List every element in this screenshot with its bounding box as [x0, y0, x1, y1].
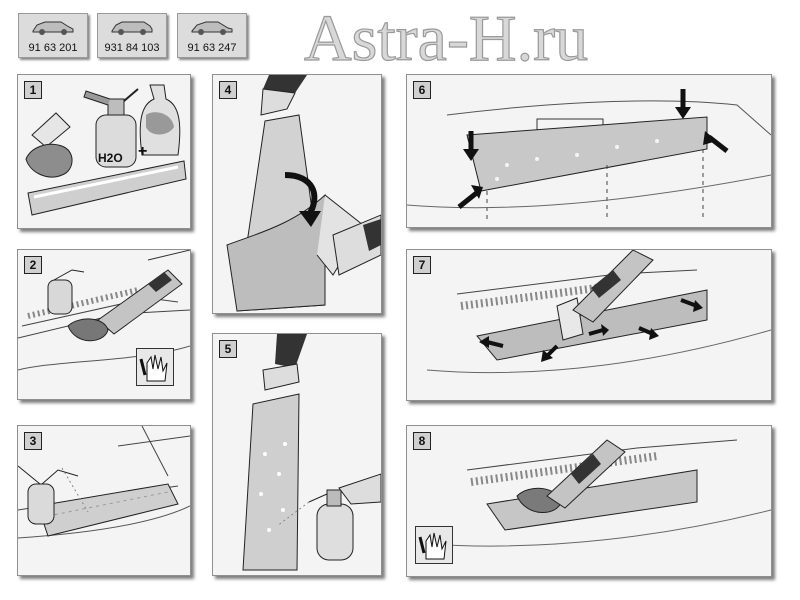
step-number: 1 — [24, 81, 42, 99]
step-7-panel: 7 — [406, 249, 772, 401]
step-3-panel: 3 — [17, 425, 191, 576]
hand-wipe-icon — [136, 348, 174, 386]
car-side-icon — [191, 21, 233, 35]
step-1-illustration — [25, 84, 187, 216]
part-number: 91 63 201 — [28, 42, 78, 54]
step-6-illustration — [407, 89, 771, 221]
h2o-label: H2O — [98, 151, 123, 165]
car-side-icon — [32, 21, 74, 35]
hand-wipe-icon — [415, 526, 453, 564]
part-number: 91 63 247 — [187, 42, 237, 54]
step-number: 6 — [413, 81, 431, 99]
part-box-2: 931 84 103 — [97, 13, 167, 58]
hand-wipe-glyph — [418, 532, 447, 560]
step-2-illustration — [18, 250, 190, 371]
step-number: 8 — [413, 432, 431, 450]
car-side-icon — [111, 21, 153, 35]
watermark-logo: Astra-H.ru — [303, 4, 588, 68]
watermark-text: Astra-H.ru — [304, 4, 588, 68]
part-box-3: 91 63 247 — [177, 13, 247, 58]
step-4-illustration — [226, 75, 381, 312]
step-1-panel: 1 H2O + — [17, 74, 191, 229]
step-7-illustration — [426, 250, 771, 374]
part-number: 931 84 103 — [104, 42, 160, 54]
step-4-panel: 4 — [212, 74, 382, 314]
plus-sign: + — [138, 143, 148, 160]
step-5-illustration — [242, 334, 381, 571]
step-8-panel: 8 — [406, 425, 772, 577]
hand-wipe-glyph — [139, 354, 168, 382]
step-number: 4 — [219, 81, 237, 99]
step-number: 3 — [24, 432, 42, 450]
step-number: 5 — [219, 340, 237, 358]
part-box-1: 91 63 201 — [18, 13, 88, 58]
step-number: 2 — [24, 256, 42, 274]
step-8-illustration — [426, 439, 771, 547]
step-6-panel: 6 — [406, 74, 772, 228]
step-2-panel: 2 — [17, 249, 191, 400]
step-3-illustration — [18, 426, 190, 539]
step-number: 7 — [413, 256, 431, 274]
step-5-panel: 5 — [212, 333, 382, 576]
